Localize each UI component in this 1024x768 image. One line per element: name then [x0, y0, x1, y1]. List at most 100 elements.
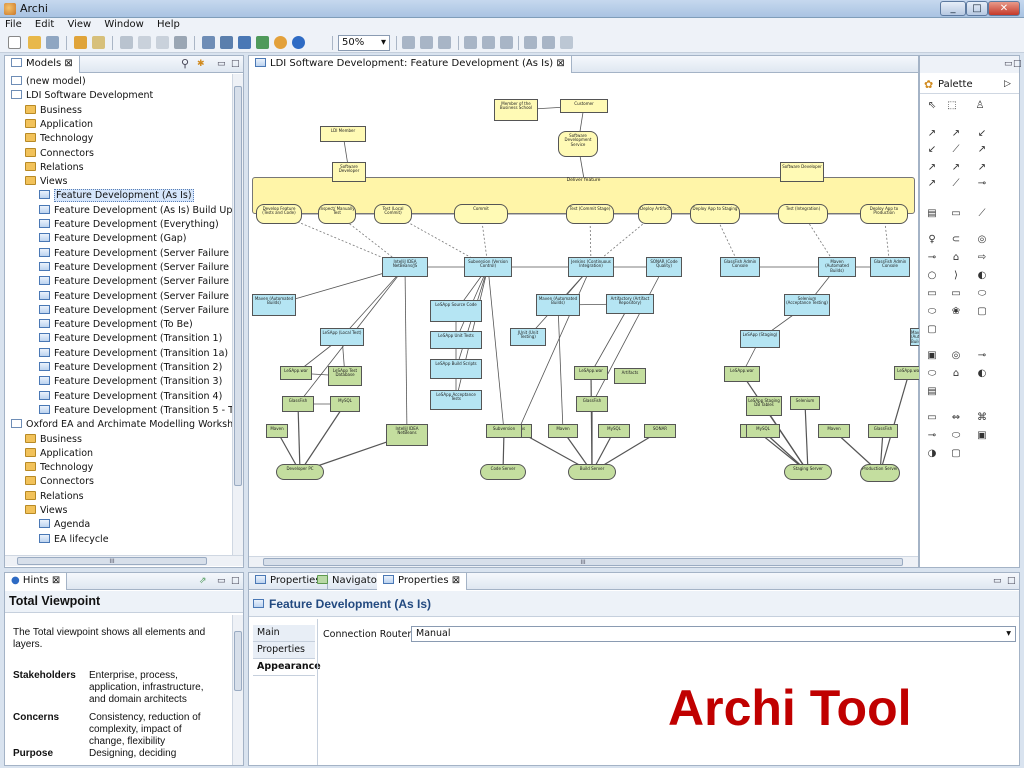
- tree-model[interactable]: (new model): [11, 75, 86, 89]
- tree-view-item[interactable]: Feature Development (Transition 5 - T: [39, 404, 232, 418]
- palette-tool-icon[interactable]: ⊸: [927, 252, 937, 263]
- palette-tool-icon[interactable]: ♙: [975, 100, 985, 111]
- palette-tool-icon[interactable]: ○: [927, 270, 937, 281]
- tree-folder[interactable]: Connectors: [25, 147, 94, 161]
- diagram-node-biz[interactable]: Deploy Artifact: [638, 204, 672, 224]
- palette-tool-icon[interactable]: ⇨: [977, 252, 987, 263]
- maximize-view-icon[interactable]: □: [231, 576, 240, 586]
- tab-hints[interactable]: ● Hints ⊠: [5, 573, 68, 590]
- default-size-icon[interactable]: [560, 36, 573, 49]
- diagram-node-biz[interactable]: Inspect/ Manually Test: [318, 204, 356, 224]
- diagram-connection[interactable]: [804, 402, 809, 473]
- diagram-node-tech[interactable]: Maven: [266, 424, 288, 438]
- model-tree-icon[interactable]: [202, 36, 215, 49]
- palette-tool-icon[interactable]: ↗: [977, 144, 987, 155]
- palette-tool-icon[interactable]: ↗: [927, 162, 937, 173]
- hints-vscroll[interactable]: [232, 615, 243, 765]
- palette-tool-icon[interactable]: ↗: [977, 162, 987, 173]
- tree-view-item[interactable]: Feature Development (As Is): [39, 189, 194, 203]
- palette-tool-icon[interactable]: ⊂: [951, 234, 961, 245]
- diagram-node-tech[interactable]: LeSApp.war: [574, 366, 608, 380]
- diagram-hscroll-thumb[interactable]: III: [263, 558, 903, 566]
- diagram-node-tech[interactable]: SONAR: [644, 424, 676, 438]
- palette-tool-icon[interactable]: ▣: [927, 350, 937, 361]
- palette-tool-icon[interactable]: ↙: [927, 144, 937, 155]
- palette-tool-icon[interactable]: ▭: [927, 288, 937, 299]
- tree-folder[interactable]: Technology: [25, 132, 93, 146]
- diagram-connection[interactable]: [557, 304, 564, 432]
- palette-tool-icon[interactable]: ↗: [951, 128, 961, 139]
- align-center-icon[interactable]: [420, 36, 433, 49]
- tree-view-item[interactable]: Feature Development (Server Failure 3: [39, 275, 232, 289]
- tab-models[interactable]: Models ⊠: [5, 56, 80, 73]
- close-button[interactable]: ✕: [988, 1, 1020, 16]
- menu-edit[interactable]: Edit: [34, 19, 55, 30]
- tree-view-item[interactable]: Feature Development (Transition 1a): [39, 347, 228, 361]
- palette-tool-icon[interactable]: ⇔: [951, 412, 961, 423]
- diagram-node-tech[interactable]: LeSApp Staging DB Tables: [746, 396, 782, 416]
- diagram-node-tech[interactable]: MySQL: [330, 396, 360, 412]
- diagram-node-biz[interactable]: Test (Local Commit): [374, 204, 412, 224]
- tree-model[interactable]: Oxford EA and Archimate Modelling Worksh: [11, 418, 232, 432]
- palette-tool-icon[interactable]: ▤: [927, 386, 937, 397]
- align-bottom-icon[interactable]: [500, 36, 513, 49]
- palette-tool-icon[interactable]: ▭: [927, 412, 937, 423]
- diagram-node-biz[interactable]: Member of the Business School: [494, 99, 538, 121]
- palette-tool-icon[interactable]: ▢: [977, 306, 987, 317]
- undo-icon[interactable]: [74, 36, 87, 49]
- palette-tool-icon[interactable]: ▢: [927, 324, 937, 335]
- diagram-node-tech[interactable]: Production Server: [860, 464, 900, 482]
- diagram-node-app[interactable]: LeSApp (Staging): [740, 330, 780, 348]
- diagram-node-tech[interactable]: LeSApp.war: [724, 366, 760, 382]
- palette-header[interactable]: ✿ Palette ▷: [920, 76, 1019, 94]
- diagram-connection[interactable]: [404, 266, 408, 436]
- tree-folder[interactable]: Business: [25, 104, 82, 118]
- palette-tool-icon[interactable]: ⌂: [952, 368, 960, 379]
- tree-view-item[interactable]: Feature Development (To Be): [39, 318, 193, 332]
- palette-tool-icon[interactable]: ♀: [928, 234, 936, 245]
- tab-properties-2[interactable]: Properties ⊠: [377, 573, 468, 590]
- palette-tool-icon[interactable]: ⬭: [927, 306, 937, 317]
- diagram-node-biz[interactable]: Deploy App to Staging: [690, 204, 740, 224]
- minimize-view-icon[interactable]: ▭: [217, 59, 226, 69]
- palette-tool-icon[interactable]: ⇖: [927, 100, 937, 111]
- menu-help[interactable]: Help: [157, 19, 180, 30]
- palette-tool-icon[interactable]: ↗: [927, 178, 937, 189]
- diagram-node-biz[interactable]: Deploy App to Production: [860, 204, 908, 224]
- diagram-node-biz[interactable]: Develop Feature (Tests and Code): [256, 204, 302, 224]
- match-width-icon[interactable]: [524, 36, 537, 49]
- palette-tool-icon[interactable]: ▤: [927, 208, 937, 219]
- diagram-hscroll[interactable]: III: [249, 556, 918, 567]
- palette-tool-icon[interactable]: ⌘: [977, 412, 987, 423]
- tree-model[interactable]: LDI Software Development: [11, 89, 153, 103]
- cut-icon[interactable]: [120, 36, 133, 49]
- diagram-node-app[interactable]: Jenkins (Continuous Integration): [568, 257, 614, 277]
- match-height-icon[interactable]: [542, 36, 555, 49]
- delete-icon[interactable]: [174, 36, 187, 49]
- diagram-node-app[interactable]: LeSApp (Local Test): [320, 328, 364, 346]
- save-icon[interactable]: [46, 36, 59, 49]
- palette-tool-icon[interactable]: ⬭: [927, 368, 937, 379]
- align-top-icon[interactable]: [464, 36, 477, 49]
- palette-tool-icon[interactable]: ⬭: [977, 288, 987, 299]
- tree-folder[interactable]: Technology: [25, 461, 93, 475]
- diagram-node-app[interactable]: Maven (Automated Builds): [536, 294, 580, 316]
- minimize-view-icon[interactable]: ▭: [993, 576, 1002, 586]
- palette-tool-icon[interactable]: ▭: [951, 208, 961, 219]
- maximize-button[interactable]: □: [966, 1, 988, 16]
- tree-view-item[interactable]: Feature Development (Transition 4): [39, 390, 222, 404]
- diagram-node-tech[interactable]: GlassFish: [576, 396, 608, 412]
- tree-folder[interactable]: Relations: [25, 161, 84, 175]
- minimize-editor-icon[interactable]: ▭: [1004, 59, 1013, 69]
- diagram-node-app[interactable]: Artifactory (Artifact Repository): [606, 294, 654, 314]
- ptab-properties[interactable]: Properties: [253, 642, 315, 659]
- diagram-node-tech[interactable]: IntelliJ IDEA NetBeans: [386, 424, 428, 446]
- diagram-node-biz[interactable]: LDI Member: [320, 126, 366, 142]
- tree-view-item[interactable]: Feature Development (As Is) Build Up: [39, 204, 232, 218]
- diagram-connection[interactable]: [590, 303, 631, 374]
- models-hscroll[interactable]: III: [5, 555, 243, 566]
- ptab-main[interactable]: Main: [253, 625, 315, 642]
- zoom-combo[interactable]: 50%▾: [338, 35, 390, 51]
- diagram-node-tech[interactable]: Selenium: [790, 396, 820, 410]
- tab-diagram[interactable]: LDI Software Development: Feature Develo…: [249, 56, 572, 73]
